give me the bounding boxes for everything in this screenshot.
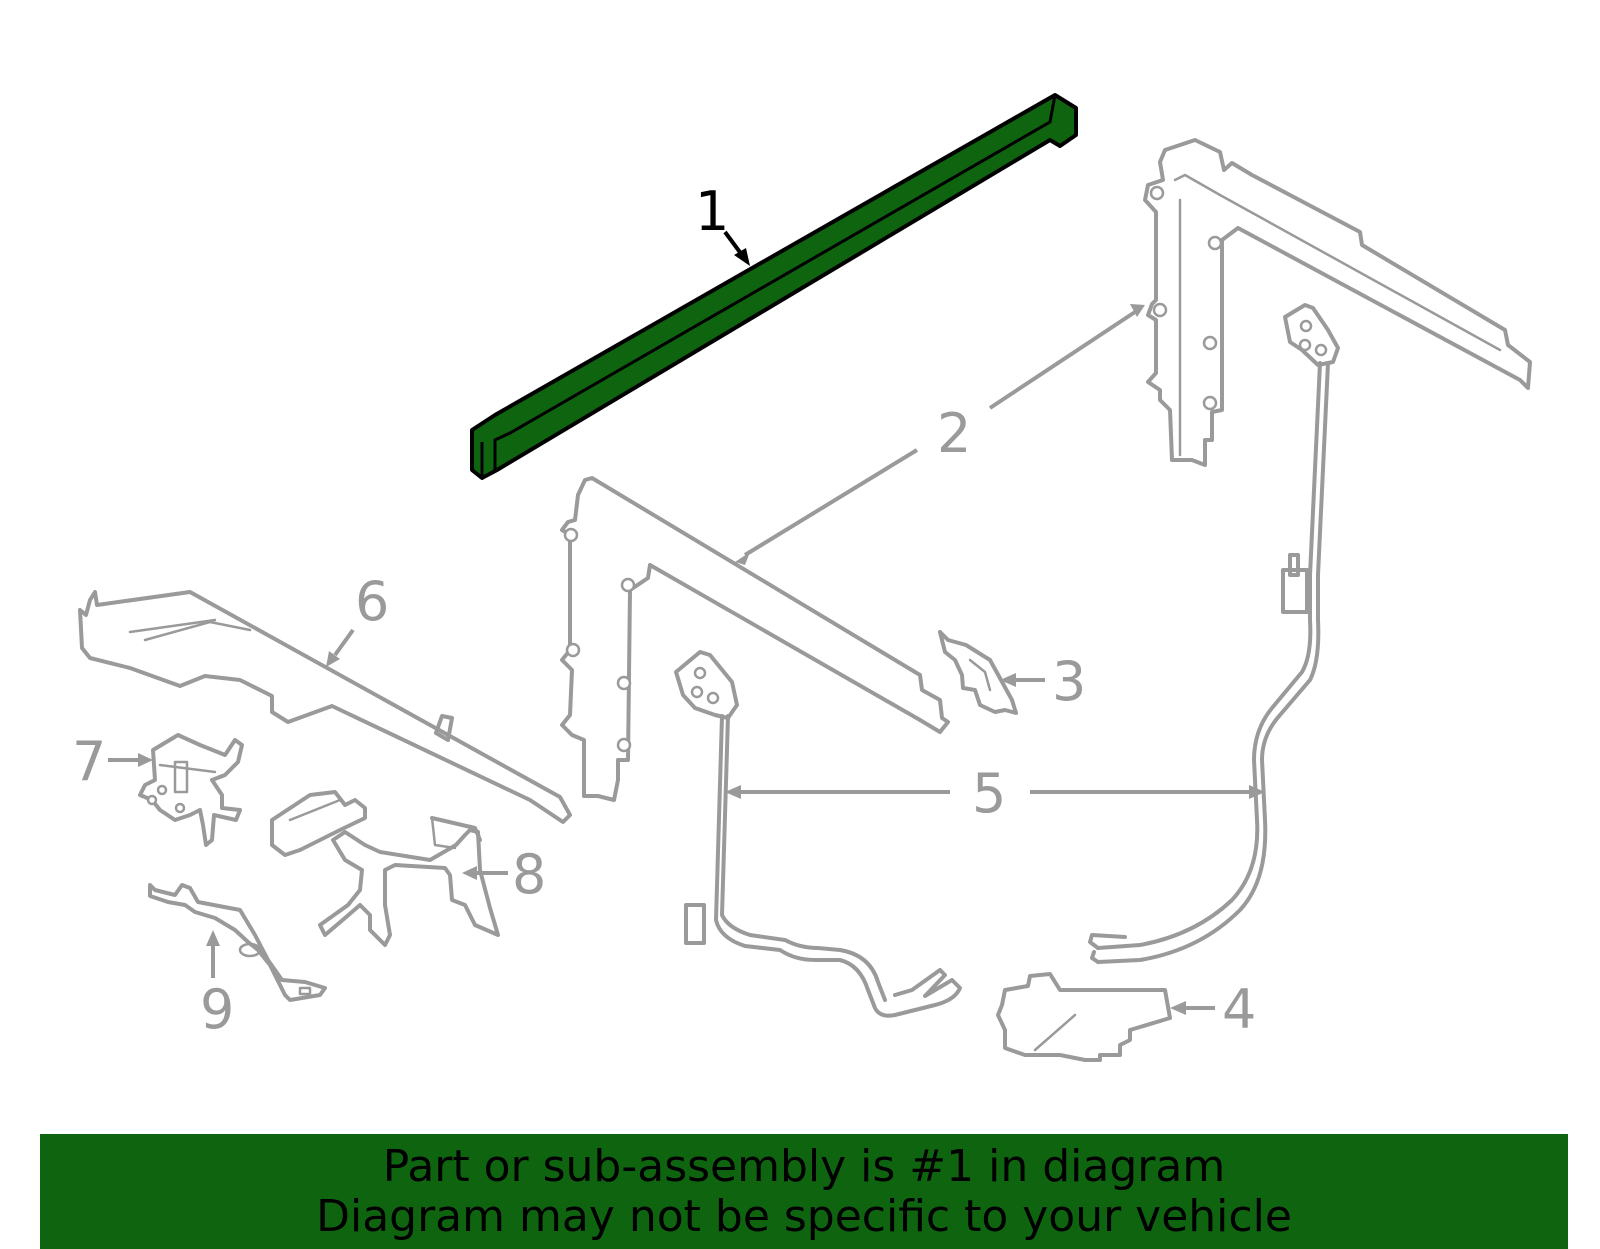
leaders-2: [735, 304, 1145, 565]
callout-8: 8: [512, 843, 546, 906]
part-5-cable-right[interactable]: [1088, 303, 1340, 964]
callout-7: 7: [72, 730, 106, 793]
leader-8: [462, 866, 508, 880]
part-2-frame-front[interactable]: [560, 476, 950, 802]
part-2-frame-rear[interactable]: [1143, 138, 1532, 467]
callout-3: 3: [1052, 650, 1086, 713]
part-9-strap[interactable]: [148, 883, 327, 1002]
leader-9: [206, 930, 220, 978]
part-6-bracket[interactable]: [78, 590, 572, 824]
leaders-5: [725, 785, 1265, 799]
leader-4: [1170, 1001, 1215, 1015]
callout-5: 5: [972, 762, 1006, 825]
leader-6: [326, 628, 355, 667]
info-banner: Part or sub-assembly is #1 in diagram Di…: [40, 1134, 1568, 1249]
part-3-bracket[interactable]: [938, 630, 1018, 715]
banner-line-2: Diagram may not be specific to your vehi…: [316, 1191, 1292, 1242]
part-5-cable-left[interactable]: [674, 650, 962, 1018]
callout-1: 1: [695, 180, 729, 243]
callout-9: 9: [200, 978, 234, 1041]
banner-line-1: Part or sub-assembly is #1 in diagram: [382, 1141, 1226, 1192]
leader-3: [1000, 673, 1045, 687]
callout-6: 6: [355, 570, 389, 633]
part-4-actuator[interactable]: [996, 972, 1172, 1062]
part-1-highlighted-bar[interactable]: [470, 93, 1078, 480]
callout-2: 2: [937, 402, 971, 465]
leader-1: [723, 230, 750, 266]
leader-7: [108, 753, 153, 767]
callout-4: 4: [1222, 978, 1256, 1041]
part-7-bracket[interactable]: [138, 733, 244, 847]
part-8-bracket[interactable]: [270, 790, 500, 947]
